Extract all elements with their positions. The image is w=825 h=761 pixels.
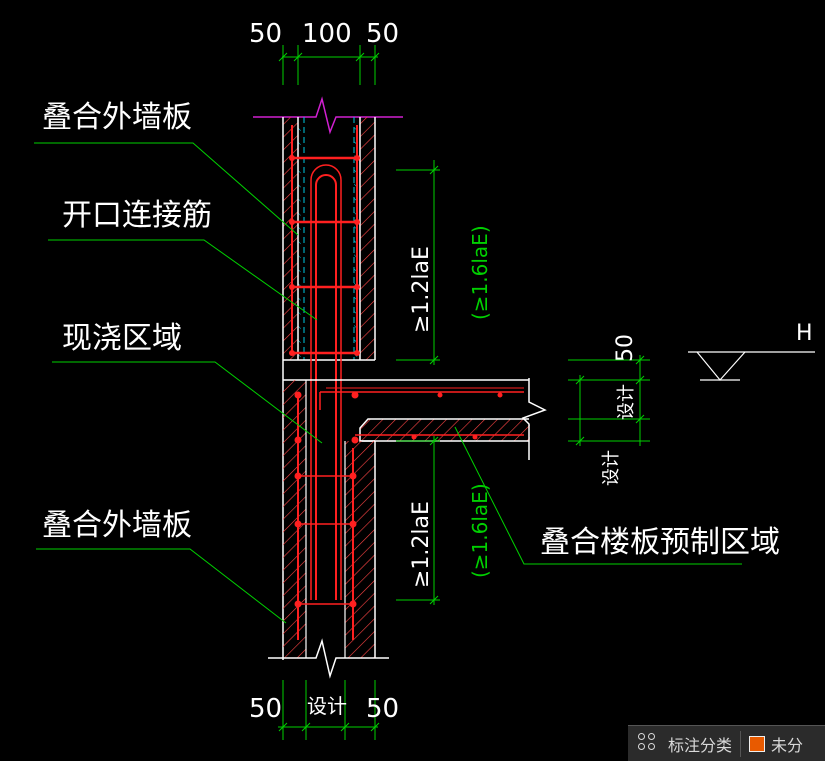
lower-rebar-dots [294, 391, 359, 608]
bottom-breakline [268, 638, 389, 679]
status-divider [740, 730, 742, 757]
lower-wall-panel [283, 380, 376, 658]
upper-anchorage-alt-label: (≥1.6laE) [468, 225, 492, 320]
right-dimension [568, 355, 650, 446]
upper-rebar-dots [289, 155, 360, 356]
lower-wall-rebar [297, 395, 354, 640]
dim-right-top: 50 [613, 334, 638, 362]
dim-bottom-left: 50 [249, 694, 282, 724]
leader-lines [34, 142, 742, 624]
dim-top-right: 50 [366, 19, 399, 49]
lower-anchorage-dimension [396, 436, 440, 605]
color-swatch[interactable] [749, 735, 766, 752]
annotation-category-icon[interactable] [638, 732, 660, 755]
upper-anchorage-label: ≥1.2laE [409, 246, 434, 333]
dim-top-left: 50 [249, 19, 282, 49]
uncategorized-label[interactable]: 未分 [771, 735, 804, 755]
precast-slab [359, 418, 530, 442]
dim-bottom-right: 50 [366, 694, 399, 724]
dim-right-mid: 设计 [616, 384, 637, 420]
upper-wall-panel [282, 117, 376, 361]
label-cast-in-place: 现浇区域 [62, 321, 182, 356]
annotation-category-label[interactable]: 标注分类 [668, 735, 733, 755]
dim-right-bottom: 设计 [601, 450, 622, 486]
dim-top-mid: 100 [302, 19, 352, 49]
slab-rebar-dots [351, 391, 503, 440]
elevation-marker [688, 351, 815, 381]
upper-wall-rebar [291, 125, 358, 600]
label-wall-panel-top: 叠合外墙板 [42, 100, 192, 135]
status-bar: 标注分类 未分 [628, 725, 825, 761]
upper-anchorage-dimension [396, 160, 440, 365]
slab-breakline [521, 378, 547, 460]
lower-anchorage-label: ≥1.2laE [409, 501, 434, 588]
top-breakline [253, 96, 403, 135]
dim-bottom-mid: 设计 [307, 694, 347, 718]
label-slab-precast: 叠合楼板预制区域 [540, 525, 780, 560]
label-opening-rebar: 开口连接筋 [62, 198, 212, 233]
top-dimension [278, 45, 380, 85]
bottom-dimension [278, 680, 380, 740]
elevation-label: H [796, 321, 813, 346]
lower-anchorage-alt-label: (≥1.6laE) [468, 483, 492, 578]
label-wall-panel-bottom: 叠合外墙板 [42, 508, 192, 543]
